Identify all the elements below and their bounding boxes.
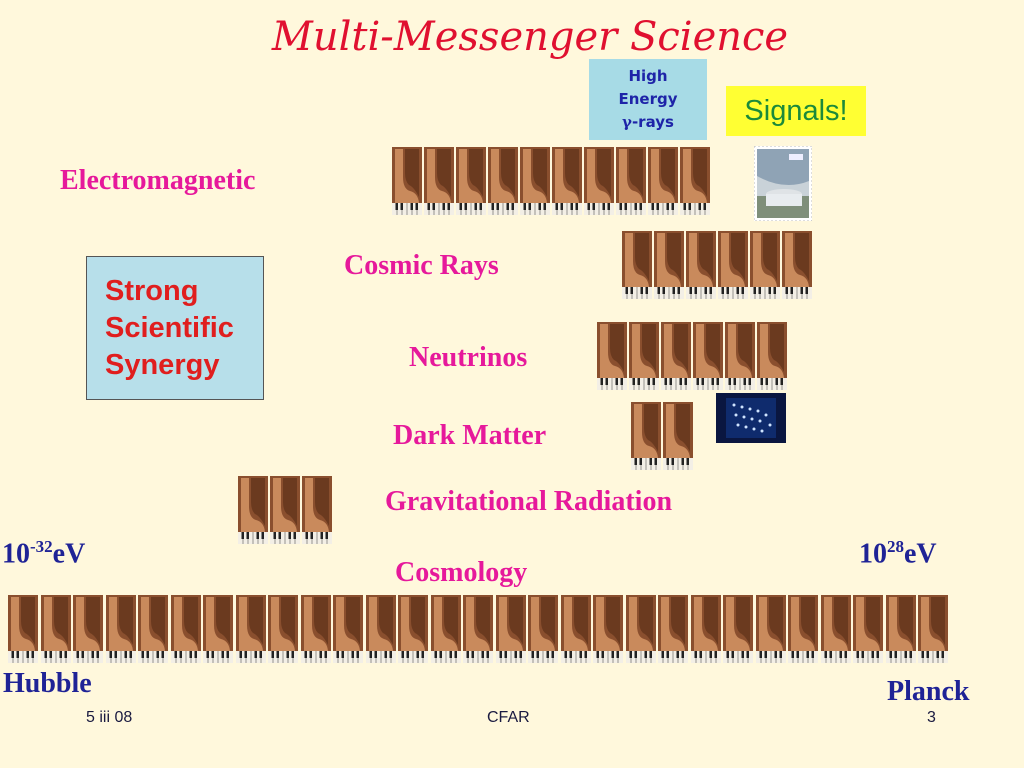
synergy-line-1: Strong [105, 275, 199, 307]
stamp-image [753, 145, 813, 222]
octave-icon [238, 476, 268, 544]
high-energy-exponent: 28 [887, 537, 904, 556]
footer-date: 5 iii 08 [86, 709, 133, 726]
octave-icon [268, 595, 298, 663]
footer-page-number: 3 [927, 709, 936, 726]
footer-center: CFAR [487, 709, 530, 726]
octave-icon [757, 322, 787, 390]
octave-icon [300, 595, 331, 663]
octave-icon [690, 595, 721, 663]
octave-icon [235, 595, 266, 663]
octave-icon [488, 147, 518, 215]
octave-icon [170, 595, 201, 663]
low-energy-exponent: -32 [30, 537, 53, 556]
octave-icon [686, 231, 716, 299]
strip-cosmology [8, 595, 948, 663]
octave-icon [693, 322, 723, 390]
label-cosmology: Cosmology [395, 557, 528, 588]
octave-icon [750, 231, 780, 299]
signals-box: Signals! [726, 86, 866, 136]
octave-icon [755, 595, 786, 663]
octave-icon [885, 595, 916, 663]
planck-label: Planck [887, 676, 970, 707]
high-energy-unit: eV [904, 538, 937, 570]
gamma-line-2: Energy [618, 90, 678, 108]
octave-icon [584, 147, 614, 215]
gamma-rays-text: -rays [631, 113, 674, 131]
low-energy-label: 10-32eV [2, 537, 85, 570]
octave-icon [430, 595, 461, 663]
strip-cosmic-rays [622, 231, 812, 299]
octave-icon [593, 595, 623, 663]
octave-icon [918, 595, 948, 663]
gamma-symbol: γ [622, 113, 632, 131]
octave-icon [625, 595, 656, 663]
high-energy-gamma-box: High Energy γ-rays [589, 59, 707, 140]
octave-icon [552, 147, 582, 215]
octave-icon [631, 402, 661, 470]
octave-icon [680, 147, 710, 215]
octave-icon [560, 595, 591, 663]
synergy-box: Strong Scientific Synergy [86, 256, 264, 400]
label-gravitational-radiation: Gravitational Radiation [385, 486, 673, 517]
octave-icon [333, 595, 363, 663]
gamma-line-3: γ-rays [589, 111, 707, 134]
label-electromagnetic: Electromagnetic [60, 165, 256, 196]
strip-dark-matter [631, 402, 693, 470]
hubble-label: Hubble [3, 668, 92, 699]
octave-icon [365, 595, 396, 663]
octave-icon [203, 595, 233, 663]
octave-icon [853, 595, 883, 663]
strip-electromagnetic [392, 147, 710, 215]
strip-neutrinos [597, 322, 787, 390]
label-neutrinos: Neutrinos [409, 342, 528, 373]
low-energy-base: 10 [2, 538, 30, 570]
octave-icon [658, 595, 688, 663]
octave-icon [270, 476, 300, 544]
octave-icon [8, 595, 38, 663]
octave-icon [463, 595, 493, 663]
octave-icon [648, 147, 678, 215]
octave-icon [495, 595, 526, 663]
dark-matter-detector-image [716, 393, 786, 443]
high-energy-label: 1028eV [859, 537, 937, 570]
label-cosmic-rays: Cosmic Rays [344, 250, 499, 281]
octave-icon [528, 595, 558, 663]
octave-icon [820, 595, 851, 663]
octave-icon [40, 595, 71, 663]
octave-icon [392, 147, 422, 215]
octave-icon [622, 231, 652, 299]
octave-icon [302, 476, 332, 544]
octave-icon [456, 147, 486, 215]
octave-icon [138, 595, 168, 663]
octave-icon [723, 595, 753, 663]
octave-icon [629, 322, 659, 390]
octave-icon [661, 322, 691, 390]
synergy-line-2: Scientific [105, 312, 234, 344]
octave-icon [73, 595, 103, 663]
strip-gravitational-radiation [238, 476, 332, 544]
octave-icon [105, 595, 136, 663]
low-energy-unit: eV [52, 538, 86, 570]
octave-icon [663, 402, 693, 470]
gamma-line-1: High [628, 67, 668, 85]
high-energy-base: 10 [859, 538, 887, 570]
octave-icon [424, 147, 454, 215]
label-dark-matter: Dark Matter [393, 420, 547, 451]
octave-icon [520, 147, 550, 215]
slide-title: Multi-Messenger Science [271, 14, 789, 60]
octave-icon [654, 231, 684, 299]
octave-icon [788, 595, 818, 663]
octave-icon [616, 147, 646, 215]
octave-icon [782, 231, 812, 299]
octave-icon [718, 231, 748, 299]
synergy-line-3: Synergy [105, 349, 220, 381]
octave-icon [725, 322, 755, 390]
octave-icon [398, 595, 428, 663]
octave-icon [597, 322, 627, 390]
